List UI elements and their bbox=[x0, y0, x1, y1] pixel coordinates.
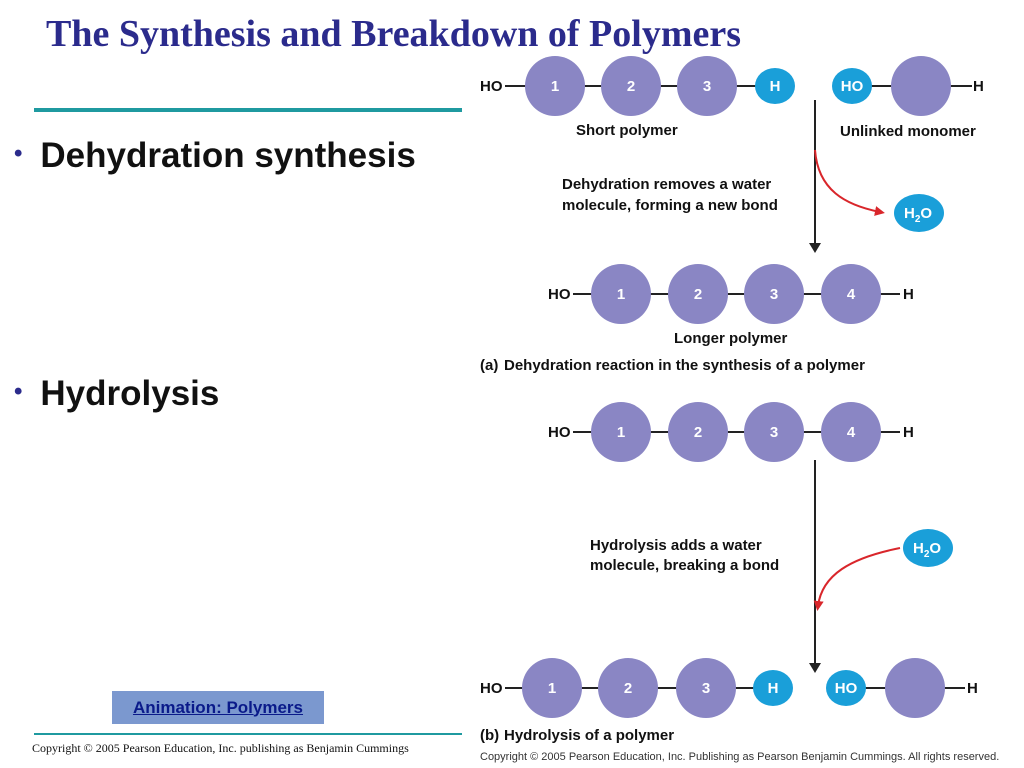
monomer-number: 1 bbox=[548, 680, 556, 697]
monomer-number: 1 bbox=[617, 286, 625, 303]
copyright-left: Copyright © 2005 Pearson Education, Inc.… bbox=[32, 741, 409, 755]
monomer-circle bbox=[601, 56, 661, 116]
dehydration-note: Dehydration removes a water bbox=[562, 176, 771, 193]
figure-copyright: Copyright © 2005 Pearson Education, Inc.… bbox=[480, 751, 999, 763]
monomer-number: 2 bbox=[624, 680, 632, 697]
monomer-number: 3 bbox=[702, 680, 710, 697]
monomer-circle bbox=[744, 402, 804, 462]
hydroxyl-label: HO bbox=[548, 424, 571, 441]
hydroxyl-label: HO bbox=[835, 680, 858, 697]
monomer-circle bbox=[744, 264, 804, 324]
hydrogen-label: H bbox=[973, 78, 984, 95]
short-polymer-product: HO 1 2 3 H bbox=[480, 658, 793, 718]
longer-polymer-label: Longer polymer bbox=[674, 330, 788, 347]
hydroxyl-group bbox=[826, 670, 866, 706]
freed-monomer: HO H bbox=[826, 658, 978, 718]
longer-polymer-chain: HO 1 2 3 4 H bbox=[548, 264, 914, 324]
animation-link[interactable]: Animation: Polymers bbox=[132, 697, 304, 717]
water-label: H2O bbox=[913, 540, 941, 560]
monomer-circle bbox=[821, 402, 881, 462]
short-polymer-chain: HO 1 2 3 H bbox=[480, 56, 795, 116]
bullet-dehydration: • Dehydration synthesis bbox=[14, 136, 416, 176]
water-release-arrow bbox=[814, 149, 885, 216]
monomer-circle bbox=[668, 402, 728, 462]
hydrogen-label: H bbox=[903, 424, 914, 441]
title-divider bbox=[34, 108, 462, 112]
monomer-number: 2 bbox=[694, 286, 702, 303]
hydroxyl-label: HO bbox=[480, 680, 503, 697]
panel-b-caption: Hydrolysis of a polymer bbox=[504, 727, 674, 744]
dehydration-note: molecule, forming a new bond bbox=[562, 197, 778, 214]
monomer-circle bbox=[591, 264, 651, 324]
hydroxyl-label: HO bbox=[480, 78, 503, 95]
monomer-circle bbox=[676, 658, 736, 718]
hydrogen-label: H bbox=[768, 680, 779, 697]
hydrogen-label: H bbox=[770, 78, 781, 95]
monomer-circle bbox=[668, 264, 728, 324]
monomer-number: 3 bbox=[770, 286, 778, 303]
monomer-number: 1 bbox=[551, 78, 559, 95]
bullet-text: Hydrolysis bbox=[40, 374, 220, 413]
bullet-marker: • bbox=[14, 378, 23, 405]
animation-link-box[interactable]: Animation: Polymers bbox=[112, 691, 324, 724]
hydrolysis-note: molecule, breaking a bond bbox=[590, 557, 779, 574]
polymer-before-hydrolysis: HO 1 2 3 4 H bbox=[548, 402, 914, 462]
short-polymer-label: Short polymer bbox=[576, 122, 678, 139]
bullet-hydrolysis: • Hydrolysis bbox=[14, 374, 219, 414]
hydrolysis-note: Hydrolysis adds a water bbox=[590, 537, 762, 554]
monomer-circle bbox=[885, 658, 945, 718]
monomer-number: 2 bbox=[627, 78, 635, 95]
hydroxyl-label: HO bbox=[841, 78, 864, 95]
monomer-circle bbox=[821, 264, 881, 324]
water-addition-arrow bbox=[813, 547, 901, 611]
water-molecule: H2O bbox=[894, 194, 944, 232]
unlinked-monomer-label: Unlinked monomer bbox=[840, 123, 976, 140]
panel-b-letter: (b) bbox=[480, 727, 499, 744]
monomer-number: 1 bbox=[617, 424, 625, 441]
monomer-number: 3 bbox=[703, 78, 711, 95]
monomer-circle bbox=[522, 658, 582, 718]
monomer-number: 2 bbox=[694, 424, 702, 441]
water-molecule: H2O bbox=[903, 529, 953, 567]
footer-divider bbox=[34, 733, 462, 735]
monomer-circle bbox=[591, 402, 651, 462]
water-label: H2O bbox=[904, 205, 932, 225]
panel-a-letter: (a) bbox=[480, 357, 498, 374]
hydrogen-label: H bbox=[903, 286, 914, 303]
monomer-number: 4 bbox=[847, 286, 856, 303]
monomer-circle bbox=[891, 56, 951, 116]
bullet-text: Dehydration synthesis bbox=[40, 136, 416, 175]
monomer-circle bbox=[677, 56, 737, 116]
page-title: The Synthesis and Breakdown of Polymers bbox=[46, 13, 742, 55]
monomer-number: 3 bbox=[770, 424, 778, 441]
monomer-circle bbox=[598, 658, 658, 718]
monomer-number: 4 bbox=[847, 424, 856, 441]
monomer-circle bbox=[525, 56, 585, 116]
bullet-marker: • bbox=[14, 140, 23, 167]
hydroxyl-group bbox=[832, 68, 872, 104]
hydroxyl-label: HO bbox=[548, 286, 571, 303]
hydrogen-group bbox=[753, 670, 793, 706]
panel-a-caption: Dehydration reaction in the synthesis of… bbox=[504, 357, 865, 374]
unlinked-monomer: HO H bbox=[832, 56, 984, 116]
hydrogen-label: H bbox=[967, 680, 978, 697]
hydrogen-group bbox=[755, 68, 795, 104]
